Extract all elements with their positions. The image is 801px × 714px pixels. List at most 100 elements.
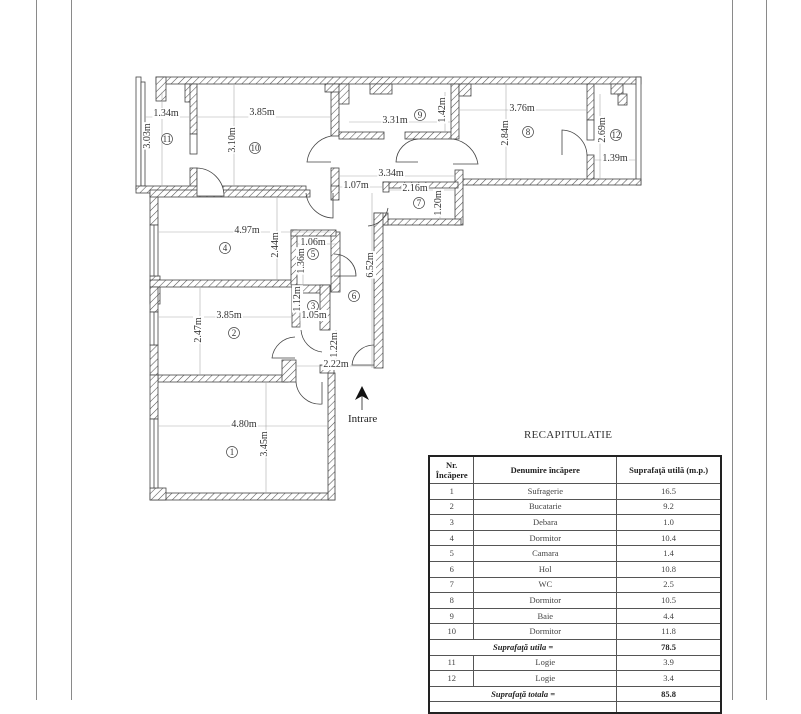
dimension-label: 2.69m [597,117,608,143]
cell-nr: 9 [428,607,475,625]
dimension-label: 3.85m [249,107,275,118]
cell-name: Debara [473,514,618,531]
room-number-9: 9 [414,109,426,121]
cell-area: 16.5 [616,483,722,500]
cell-area: 3.9 [616,654,722,672]
dimension-label: 2.47m [193,317,204,343]
cell-name: Dormitor [473,529,618,547]
header-nr-line2: Încăpere [435,470,468,480]
dimension-label: 2.84m [500,120,511,146]
recap-title: RECAPITULATIE [524,429,613,441]
cell-name: Bucatarie [473,498,618,516]
subtotal-value: 78.5 [616,638,722,656]
subtotal-row: Suprafaţă utila = 78.5 [428,638,722,656]
dimension-label: 1.22m [329,332,340,358]
entry-arrow-icon [355,386,369,410]
header-room-number: Nr. Încăpere [428,455,475,484]
dimension-label: 2.22m [323,359,349,370]
cell-area: 4.4 [616,607,722,625]
cell-area: 10.5 [616,592,722,609]
room-number-10: 10 [249,142,261,154]
total-value: 85.8 [616,685,722,703]
cell-nr: 7 [428,576,475,594]
svg-text:12: 12 [612,130,621,140]
room-number-7: 7 [413,197,425,209]
dimension-label: 1.05m [301,310,327,321]
cell-empty [616,701,722,714]
room-number-6: 6 [348,290,360,302]
table-row-cut [428,701,722,714]
svg-text:7: 7 [417,198,422,208]
svg-text:1: 1 [230,447,235,457]
dimension-label: 3.76m [509,103,535,114]
total-row: Suprafaţă totala = 85.8 [428,685,722,703]
cell-name: Logie [473,670,618,687]
cell-area: 9.2 [616,498,722,516]
dimension-label: 2.16m [402,183,428,194]
page-border-line-right-inner [732,0,733,700]
dimension-label: 1.36m [296,248,307,274]
cell-area: 1.4 [616,545,722,562]
cell-name: Dormitor [473,623,618,640]
cell-nr: 8 [428,592,475,609]
cell-area: 10.8 [616,560,722,578]
header-room-area: Suprafaţă utilă (m.p.) [616,455,722,484]
windows [149,119,595,489]
dimension-label: 6.52m [365,252,376,278]
cell-name: Hol [473,560,618,578]
header-room-name: Denumire încăpere [473,455,618,484]
cell-empty [428,701,618,714]
dimension-label: 3.45m [259,431,270,457]
page-border-line-right-outer [766,0,767,700]
cell-area: 2.5 [616,576,722,594]
recap-header-row: Nr. Încăpere Denumire încăpere Suprafaţă… [428,455,722,484]
svg-text:11: 11 [163,134,172,144]
svg-text:10: 10 [251,143,261,153]
recap-table: Nr. Încăpere Denumire încăpere Suprafaţă… [428,455,722,714]
dimension-label: 3.03m [142,123,153,149]
cell-name: Dormitor [473,592,618,609]
cell-name: WC [473,576,618,594]
dimension-label: 1.20m [433,190,444,216]
dimension-label: 1.06m [300,237,326,248]
cell-nr: 4 [428,529,475,547]
cell-nr: 5 [428,545,475,562]
room-number-12: 12 [610,129,622,141]
door-swings [196,129,588,405]
svg-text:8: 8 [526,127,531,137]
cell-name: Camara [473,545,618,562]
dimension-label: 4.97m [234,225,260,236]
cell-name: Sufragerie [473,483,618,500]
dimension-label: 1.07m [343,180,369,191]
dimension-label: 4.80m [231,419,257,430]
header-nr-line1: Nr. [446,460,458,470]
cell-name: Baie [473,607,618,625]
room-number-5: 5 [307,248,319,260]
dimension-label: 1.34m [153,108,179,119]
cell-area: 11.8 [616,623,722,640]
room-number-4: 4 [219,242,231,254]
dimension-label: 3.85m [216,310,242,321]
room-number-2: 2 [228,327,240,339]
dimension-label: 1.12m [292,286,303,312]
dimension-label: 2.44m [270,232,281,258]
page-border-line-left-inner [71,0,72,700]
svg-text:5: 5 [311,249,316,259]
dimension-label: 3.34m [378,168,404,179]
dimension-label: 3.10m [227,127,238,153]
cell-area: 3.4 [616,670,722,687]
cell-nr: 1 [428,483,475,500]
svg-text:2: 2 [232,328,237,338]
subtotal-label: Suprafaţă utila = [428,638,618,656]
cell-nr: 11 [428,654,475,672]
